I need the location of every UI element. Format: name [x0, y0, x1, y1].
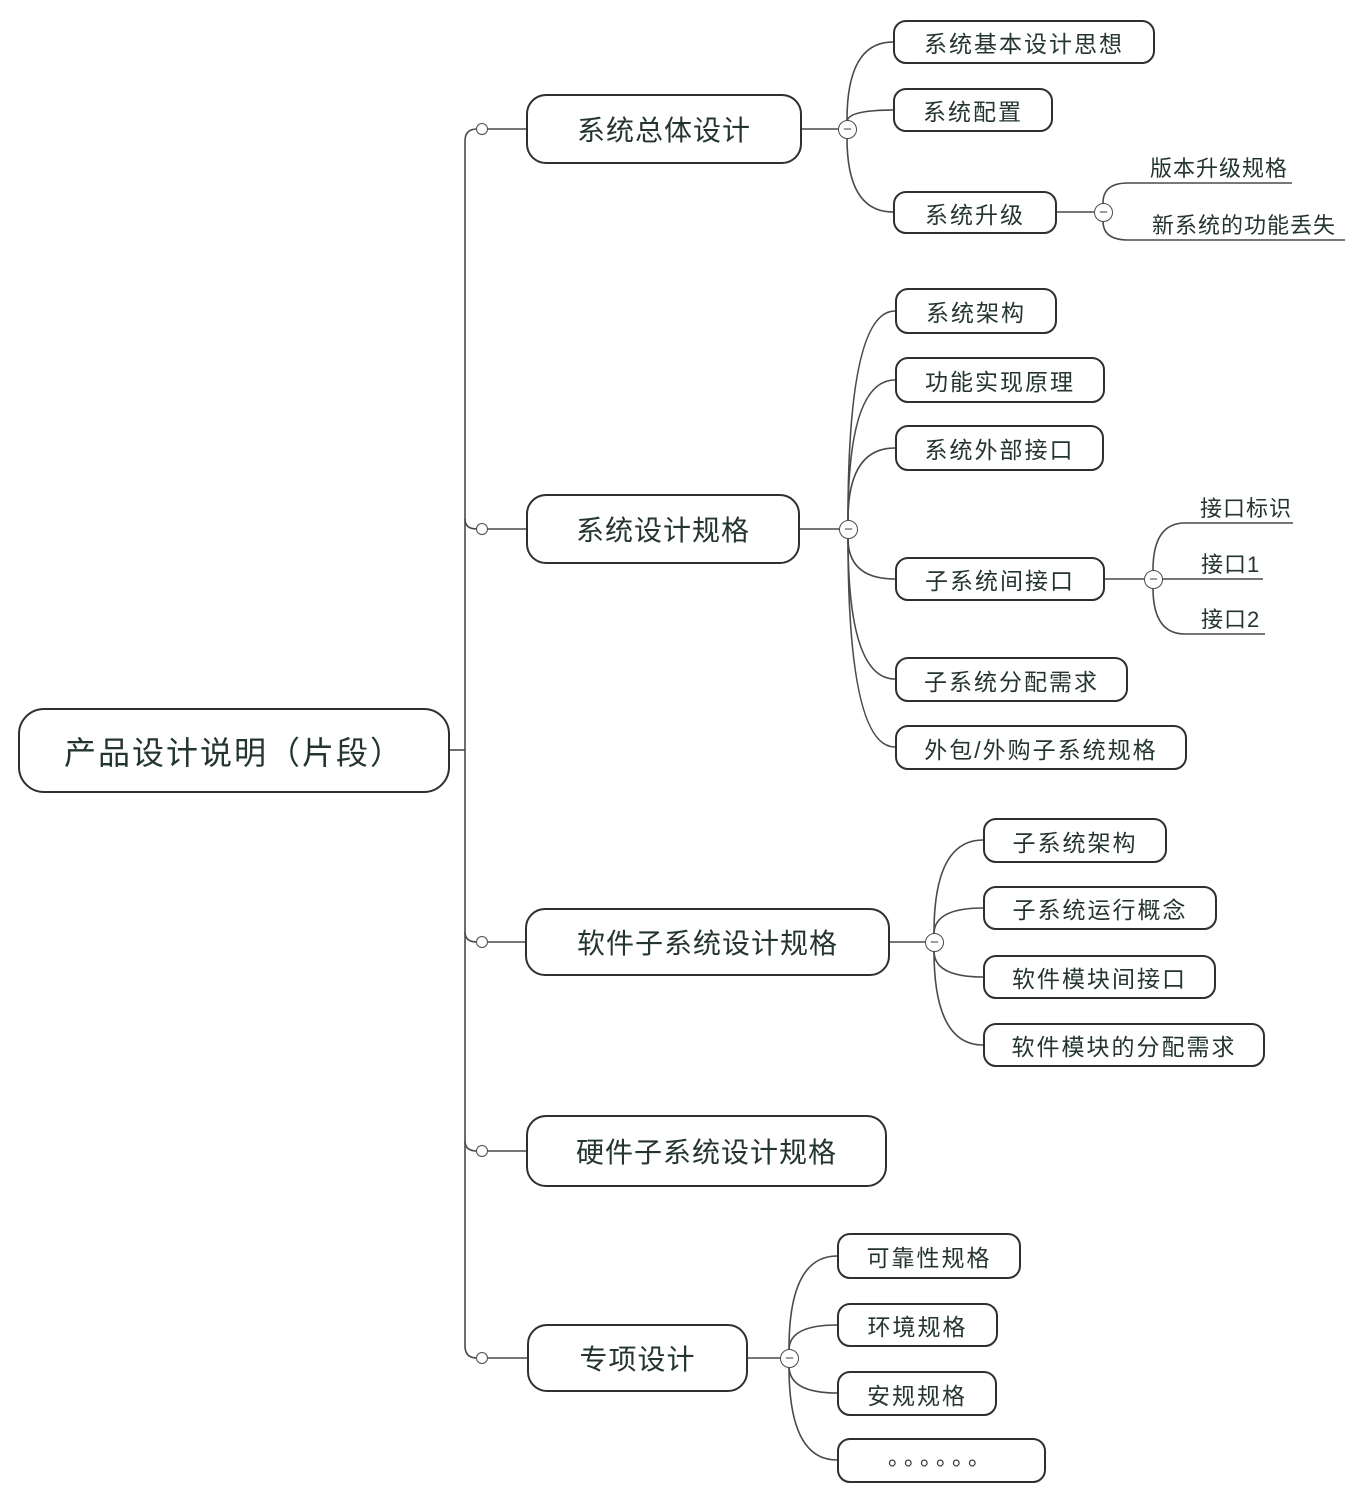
topic-system-external-interface[interactable]: 系统外部接口 — [895, 425, 1104, 471]
topic-basic-design-idea[interactable]: 系统基本设计思想 — [893, 20, 1155, 64]
topic-ellipsis[interactable]: 。。。。。。 — [837, 1438, 1046, 1483]
branch-connector-dot — [476, 523, 488, 535]
topic-subsystem-architecture[interactable]: 子系统架构 — [983, 818, 1167, 863]
topic-special-design[interactable]: 专项设计 — [527, 1324, 748, 1392]
branch-connector-dot — [476, 936, 488, 948]
topic-software-module-interface[interactable]: 软件模块间接口 — [983, 955, 1216, 999]
branch-connector-dot — [476, 1352, 488, 1364]
topic-software-module-allocation-requirements[interactable]: 软件模块的分配需求 — [983, 1023, 1265, 1067]
topic-outsourced-subsystem-spec[interactable]: 外包/外购子系统规格 — [895, 725, 1187, 770]
topic-interface-2[interactable]: 接口2 — [1201, 607, 1261, 632]
branch-connector-dot — [476, 123, 488, 135]
topic-interface-identifier[interactable]: 接口标识 — [1200, 496, 1293, 521]
collapse-toggle-special-design[interactable]: − — [780, 1349, 799, 1368]
topic-subsystem-allocation-requirements[interactable]: 子系统分配需求 — [895, 657, 1128, 702]
topic-system-design-spec[interactable]: 系统设计规格 — [526, 494, 800, 564]
topic-system-upgrade[interactable]: 系统升级 — [893, 191, 1057, 234]
topic-system-overall-design[interactable]: 系统总体设计 — [526, 94, 802, 164]
collapse-toggle-system-design-spec[interactable]: − — [839, 520, 858, 539]
collapse-toggle-software-subsystem-design-spec[interactable]: − — [925, 933, 944, 952]
topic-subsystem-operation-concept[interactable]: 子系统运行概念 — [983, 886, 1217, 930]
topic-interface-1[interactable]: 接口1 — [1201, 552, 1261, 577]
collapse-toggle-system-upgrade[interactable]: − — [1094, 203, 1113, 222]
collapse-toggle-inter-subsystem-interface[interactable]: − — [1144, 570, 1163, 589]
topic-function-implementation-principle[interactable]: 功能实现原理 — [895, 357, 1105, 403]
topic-system-configuration[interactable]: 系统配置 — [893, 88, 1053, 132]
topic-new-system-function-loss[interactable]: 新系统的功能丢失 — [1152, 213, 1337, 238]
root-topic[interactable]: 产品设计说明（片段） — [18, 708, 450, 793]
topic-version-upgrade-spec[interactable]: 版本升级规格 — [1150, 156, 1289, 181]
topic-hardware-subsystem-design-spec[interactable]: 硬件子系统设计规格 — [526, 1115, 887, 1187]
topic-system-architecture[interactable]: 系统架构 — [895, 288, 1057, 334]
topic-safety-regulation-spec[interactable]: 安规规格 — [837, 1371, 997, 1416]
topic-environment-spec[interactable]: 环境规格 — [837, 1303, 998, 1347]
topic-inter-subsystem-interface[interactable]: 子系统间接口 — [895, 557, 1105, 601]
branch-connector-dot — [476, 1145, 488, 1157]
topic-reliability-spec[interactable]: 可靠性规格 — [837, 1233, 1021, 1279]
collapse-toggle-system-overall-design[interactable]: − — [838, 120, 857, 139]
topic-software-subsystem-design-spec[interactable]: 软件子系统设计规格 — [525, 908, 890, 976]
ellipsis-dots: 。。。。。。 — [887, 1444, 995, 1470]
